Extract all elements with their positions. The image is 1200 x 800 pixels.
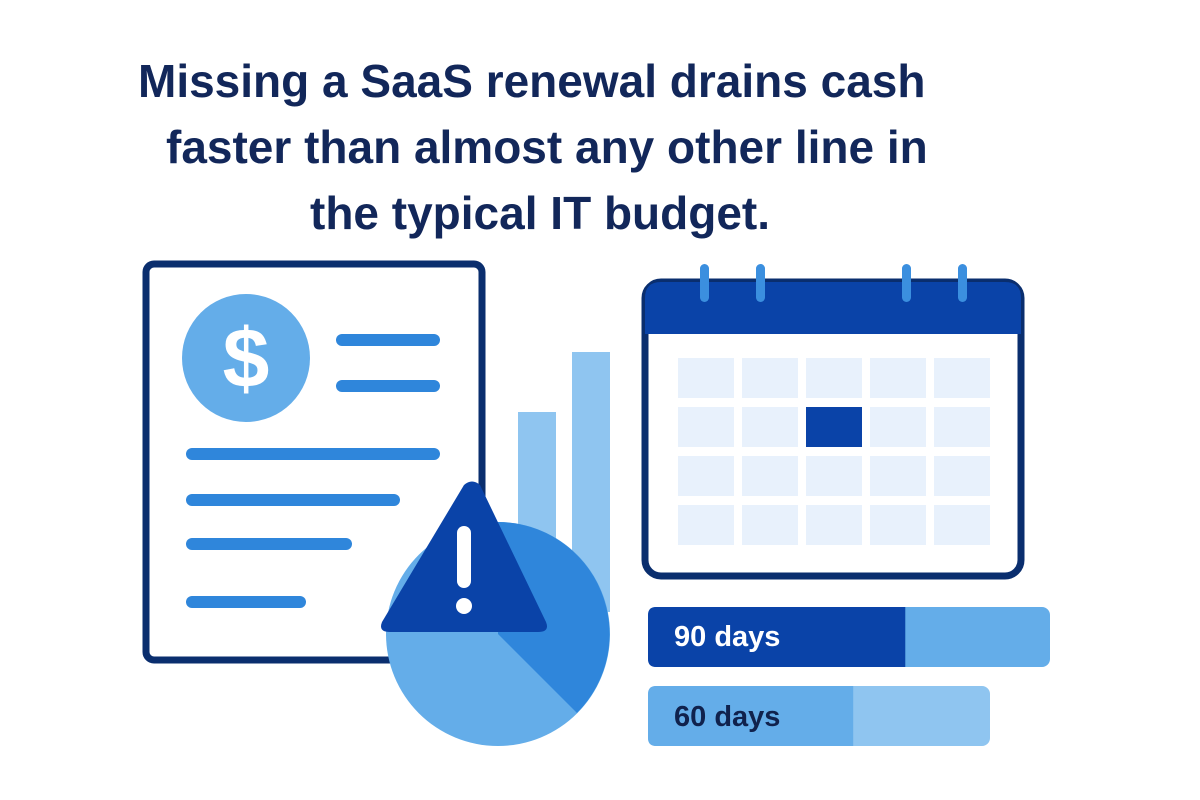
renewal-bar-60-fill: [648, 686, 854, 746]
pie-slice-large: [498, 522, 610, 713]
calendar-grid: [678, 358, 990, 545]
renewal-bar-60-label: 60 days: [674, 701, 781, 733]
calendar-ring-2: [756, 264, 765, 302]
calendar-highlighted-day: [806, 407, 862, 447]
warning-icon: [381, 481, 547, 632]
renewal-bar-90: [648, 607, 1050, 667]
renewal-bar-90-fill: [648, 607, 906, 667]
invoice-document-icon: $: [142, 260, 486, 664]
doc-line-6: [186, 596, 306, 608]
renewal-bar-60: [648, 686, 990, 746]
headline-line-2: faster than almost any other line in: [166, 121, 928, 173]
warning-exclamation-dot: [456, 598, 472, 614]
headline-line-1: Missing a SaaS renewal drains cash: [138, 55, 926, 107]
doc-line-3: [186, 448, 440, 460]
headline: Missing a SaaS renewal drains cash faste…: [0, 48, 1200, 246]
renewal-bar-90-label: 90 days: [674, 621, 781, 653]
calendar-ring-4: [958, 264, 967, 302]
dollar-icon: [182, 294, 310, 422]
calendar-ring-1: [700, 264, 709, 302]
calendar-header: [645, 282, 1021, 334]
calendar-ring-3: [902, 264, 911, 302]
doc-line-2: [336, 380, 440, 392]
doc-line-1: [336, 334, 440, 346]
doc-line-5: [186, 538, 352, 550]
dollar-symbol: $: [223, 311, 270, 405]
warning-exclamation-bar: [457, 526, 471, 588]
calendar-icon: [641, 264, 1025, 580]
doc-line-4: [186, 494, 400, 506]
headline-line-3: the typical IT budget.: [310, 187, 771, 239]
